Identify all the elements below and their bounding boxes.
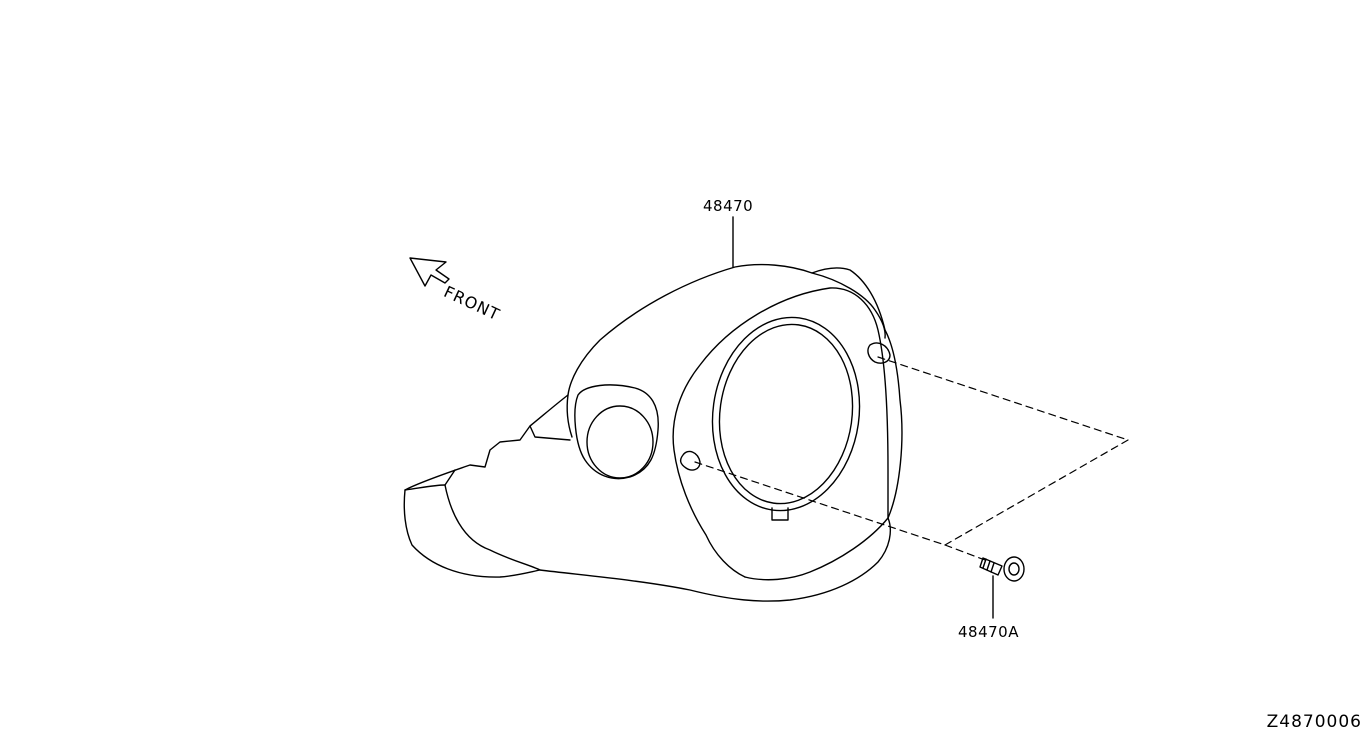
column-cover-part bbox=[403, 263, 903, 602]
screw-part-number-label: 48470A bbox=[958, 623, 1019, 641]
screw-part bbox=[979, 556, 1025, 582]
diagram-code: Z4870006 bbox=[1266, 712, 1362, 732]
part-number-label: 48470 bbox=[703, 197, 754, 215]
assembly-dashed-lines bbox=[694, 356, 1129, 561]
front-arrow-icon bbox=[409, 257, 450, 287]
